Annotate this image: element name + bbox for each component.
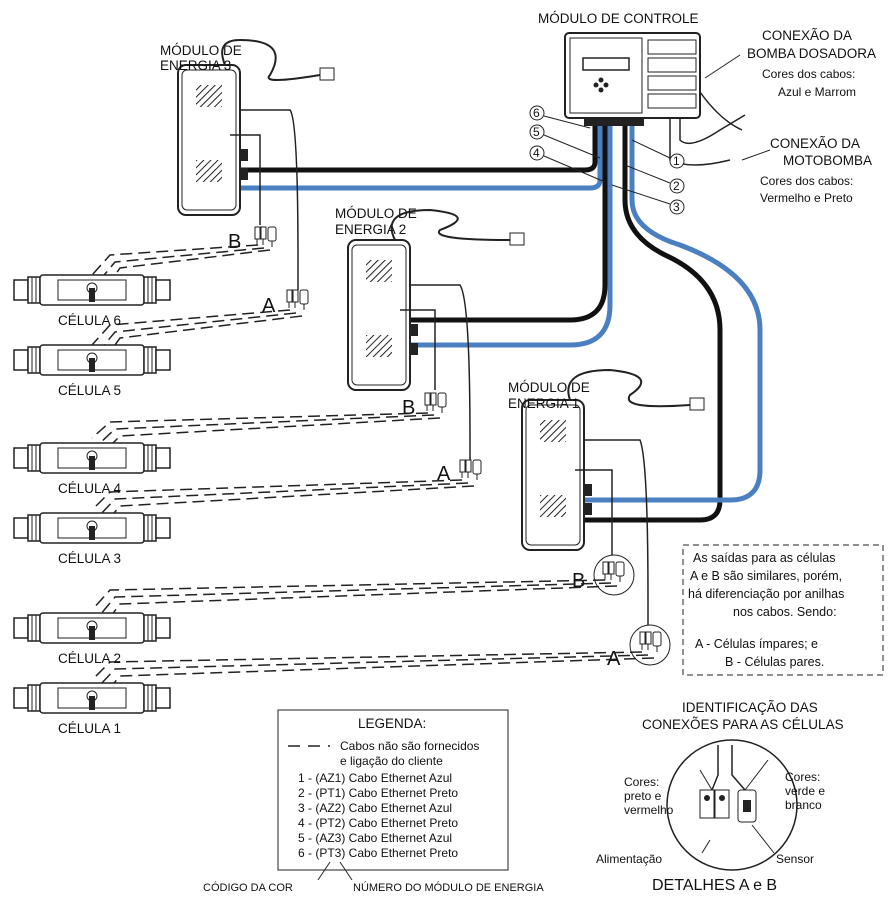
energy2-label-2: ENERGIA 2 [335,222,406,237]
control-module-label: MÓDULO DE CONTROLE [538,11,699,26]
port-callouts: 6 5 4 1 2 3 [529,105,685,215]
detail-caption: DETALHES A e B [652,877,777,894]
note-line-3: há diferenciação por anilhas [688,587,844,601]
sensor-label: Sensor [776,852,814,866]
detail-title-2: CONEXÕES PARA AS CÉLULAS [642,717,844,732]
letter-a-3: A [262,295,276,317]
note-line-4: nos cabos. Sendo: [733,605,837,619]
module-number-label: NÚMERO DO MÓDULO DE ENERGIA [353,881,544,894]
legend-box [277,709,509,871]
plug-b-2 [424,392,447,414]
control-module [564,32,701,126]
plug-a-3 [286,289,309,311]
plug-a-2 [459,459,482,481]
cell-5 [13,344,171,376]
energy3-label-1: MÓDULO DE [160,43,242,58]
note-box [682,544,884,676]
cell-2 [13,612,171,644]
dosing-colors: Azul e Marrom [778,85,856,99]
energy1-label-2: ENERGIA 1 [508,396,579,411]
legend-dashed-1: Cabos não são fornecidos [340,739,479,753]
cell-3-label: CÉLULA 3 [58,551,121,566]
energy3-label-2: ENERGIA 3 [160,58,231,73]
port-4: 4 [533,146,540,160]
right-colors-3: branco [785,798,822,812]
plug-b-1 [602,561,625,583]
energy-module-2 [347,239,419,391]
legend-item-5: 5 - (AZ3) Cabo Ethernet Azul [298,831,452,845]
detail-title-1: IDENTIFICAÇÃO DAS [682,700,818,715]
cell-6 [13,274,171,306]
cell-4-label: CÉLULA 4 [58,481,122,496]
port-2: 2 [673,179,680,193]
left-colors-2: preto e [624,789,662,803]
legend-item-1: 1 - (AZ1) Cabo Ethernet Azul [298,771,452,785]
energy1-label-1: MÓDULO DE [508,380,590,395]
cell-3 [13,512,171,544]
note-line-6: B - Células pares. [725,655,824,669]
detail-circle [666,739,798,871]
motor-title-2: MOTOBOMBA [783,153,872,168]
cell-6-label: CÉLULA 6 [58,313,121,328]
dosing-colors-label: Cores dos cabos: [762,67,855,81]
ethernet-cables [240,118,763,523]
motor-title-1: CONEXÃO DA [770,136,860,151]
dosing-title-1: CONEXÃO DA [762,28,852,43]
legend-item-4: 4 - (PT2) Cabo Ethernet Preto [298,816,458,830]
cell-2-label: CÉLULA 2 [58,651,121,666]
right-colors-1: Cores: [785,770,820,784]
power-label: Alimentação [596,852,662,866]
energy-module-3 [177,64,249,216]
legend-dashed-2: e ligação do cliente [340,754,443,768]
note-line-2: A e B são similares, porém, [690,569,842,583]
note-line-1: As saídas para as células [693,551,835,565]
legend-item-3: 3 - (AZ2) Cabo Ethernet Azul [298,801,452,815]
plug-b-3 [254,226,277,248]
cell-1-label: CÉLULA 1 [58,721,121,736]
left-colors-3: vermelho [624,803,674,817]
plug-a-1 [639,631,662,653]
motor-colors-label: Cores dos cabos: [760,174,853,188]
cell-4 [13,442,171,474]
left-colors-1: Cores: [624,775,659,789]
note-line-5: A - Células ímpares; e [695,637,818,651]
port-6: 6 [533,106,540,120]
port-1: 1 [673,154,680,168]
motor-colors: Vermelho e Preto [760,191,853,205]
port-5: 5 [533,125,540,139]
energy-module-1 [521,399,593,551]
dosing-title-2: BOMBA DOSADORA [747,46,876,61]
letter-a-2: A [437,463,451,485]
cell-5-label: CÉLULA 5 [58,383,121,398]
color-code-label: CÓDIGO DA COR [203,881,293,894]
right-colors-2: verde e [785,784,825,798]
port-3: 3 [673,200,680,214]
cell-1 [13,682,171,714]
legend-item-6: 6 - (PT3) Cabo Ethernet Preto [298,846,458,860]
legend-title: LEGENDA: [358,716,426,731]
legend-item-2: 2 - (PT1) Cabo Ethernet Preto [298,786,458,800]
